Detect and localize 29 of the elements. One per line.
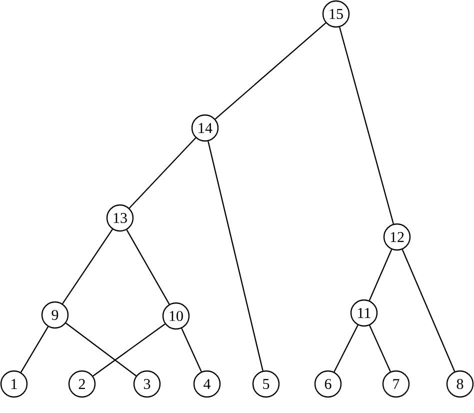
tree-edge bbox=[368, 249, 392, 301]
tree-node: 15 bbox=[322, 0, 350, 28]
tree-edge bbox=[126, 230, 170, 304]
tree-edge bbox=[128, 137, 196, 209]
tree-node: 13 bbox=[106, 204, 134, 232]
tree-edge bbox=[62, 228, 113, 304]
tree-node: 3 bbox=[133, 370, 161, 398]
tree-node: 7 bbox=[382, 370, 410, 398]
tree-edge bbox=[20, 326, 49, 373]
tree-node: 14 bbox=[191, 114, 219, 142]
tree-node: 8 bbox=[446, 370, 474, 398]
tree-node: 6 bbox=[314, 370, 342, 398]
tree-edge bbox=[369, 325, 391, 372]
tree-node: 2 bbox=[68, 370, 96, 398]
tree-node: 12 bbox=[383, 223, 411, 251]
tree-node: 11 bbox=[350, 299, 378, 327]
tree-edge bbox=[208, 141, 264, 371]
tree-edge bbox=[92, 323, 166, 377]
tree-edge bbox=[66, 322, 136, 376]
tree-edge bbox=[214, 22, 326, 120]
tree-node: 5 bbox=[252, 370, 280, 398]
tree-edge bbox=[181, 328, 202, 372]
tree-node: 1 bbox=[0, 370, 28, 398]
tree-node: 4 bbox=[193, 370, 221, 398]
tree-node: 10 bbox=[162, 302, 190, 330]
tree-edge bbox=[339, 26, 394, 224]
tree-edge bbox=[334, 324, 358, 372]
tree-node: 9 bbox=[41, 301, 69, 329]
tree-edge bbox=[402, 249, 456, 372]
